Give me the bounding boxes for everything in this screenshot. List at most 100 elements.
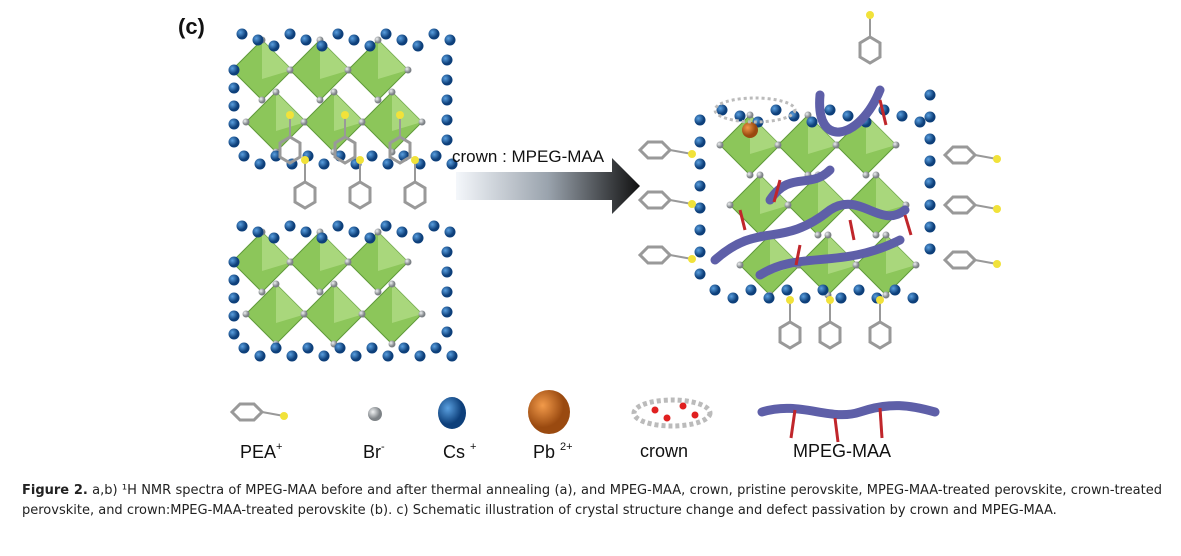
pea-head [993,155,1001,163]
cs-atom [924,243,936,255]
br-atom [814,231,822,239]
cs-atom [380,28,392,40]
pea-ring [293,180,317,210]
cs-atom [441,74,453,86]
pea-head [688,200,696,208]
pea-ring [637,245,673,265]
cs-atom [727,292,739,304]
br-atom [258,288,266,296]
cs-atom [428,28,440,40]
br-atom [726,201,734,209]
cs-atom [398,342,410,354]
br-atom [330,88,338,96]
br-atom [824,231,832,239]
cs-atom [236,220,248,232]
cs-atom [228,136,240,148]
br-atom [404,258,412,266]
cs-atom [252,34,264,46]
cs-atom [396,34,408,46]
cs-atom [284,28,296,40]
cs-atom [412,40,424,52]
cs-atom [716,104,728,116]
cs-atom [430,150,442,162]
side-chain [848,219,856,241]
br-atom [912,261,920,269]
pea-ring [403,180,427,210]
legend-icons [229,390,940,443]
cs-atom [238,342,250,354]
cs-atom [228,100,240,112]
pea-ring [348,180,372,210]
br-atom [344,66,352,74]
crown-oxygen [663,414,671,422]
pb-legend-icon [528,390,570,434]
cs-atom [924,155,936,167]
pea-head [993,205,1001,213]
octahedron-face [320,40,350,79]
cs-atom [332,220,344,232]
cs-atom [924,111,936,123]
cs-atom [694,246,706,258]
br-atom [300,310,308,318]
br-atom [374,36,382,44]
cs-atom [770,104,782,116]
side-chain [794,244,802,266]
pb-atom [742,122,758,138]
pea-ring [229,402,265,422]
cs-atom [441,326,453,338]
cs-atom [446,350,458,362]
cs-atom [228,256,240,268]
cs-atom [914,116,926,128]
br-atom [832,141,840,149]
side-chain [772,179,782,203]
octahedron-face [866,115,896,154]
br-atom [746,111,754,119]
cs-atom [924,89,936,101]
cs-atom [799,292,811,304]
cs-atom [694,136,706,148]
cs-atom [428,220,440,232]
cs-atom [300,34,312,46]
br-atom [774,141,782,149]
cs-atom [348,34,360,46]
br-atom [882,291,890,299]
pea-ring [942,195,978,215]
br-atom [272,88,280,96]
cs-atom [694,224,706,236]
mpeg-maa-polymer [710,199,910,265]
br-atom [374,96,382,104]
cs-atom [694,158,706,170]
cs-atom [441,306,453,318]
pea-ring [333,135,357,165]
cs-atom [364,232,376,244]
pea-ring [818,320,842,350]
pea-head [993,260,1001,268]
cs-atom [446,158,458,170]
mpeg-maa-legend-icon [757,401,940,420]
side-chain [903,214,913,236]
octahedron-face [876,175,906,214]
cs-atom [924,177,936,189]
cs-atom [270,342,282,354]
side-chain [738,209,747,231]
mpeg-maa-polymer [815,85,885,137]
cs-atom [709,284,721,296]
cs-atom [441,134,453,146]
br-legend-icon [368,407,382,421]
cs-atom [382,350,394,362]
br-atom [286,66,294,74]
cs-atom [441,246,453,258]
pea-ring [637,140,673,160]
legend-label-mpeg-maa: MPEG-MAA [793,441,892,461]
cs-atom [300,226,312,238]
pea-head [786,296,794,304]
octahedron-face [276,284,306,323]
cs-atom [228,292,240,304]
side-chain [878,99,888,126]
cs-atom [382,158,394,170]
cs-atom [441,94,453,106]
cs-atom [228,274,240,286]
cs-atom [444,34,456,46]
crown-molecule [713,96,797,124]
br-atom [418,118,426,126]
